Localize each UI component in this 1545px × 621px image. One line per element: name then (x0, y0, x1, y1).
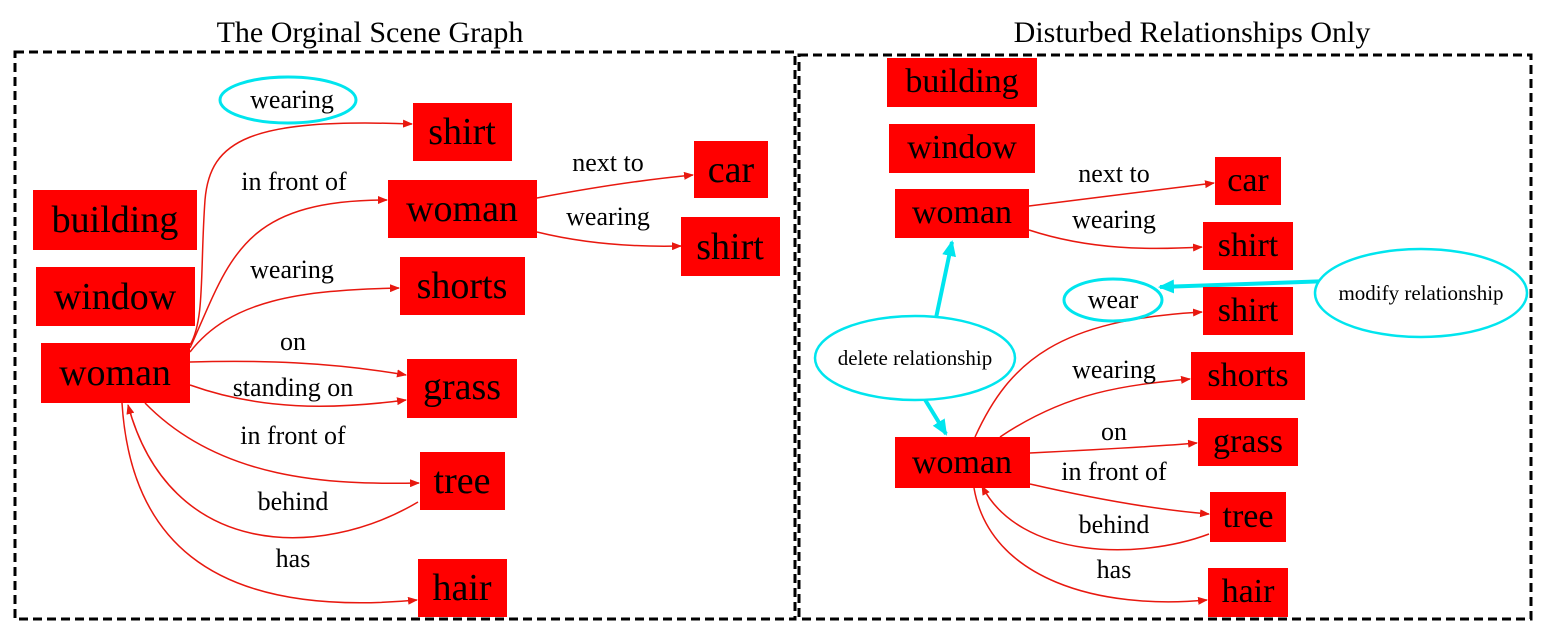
delete-arrow-down (922, 396, 948, 436)
left-label-has: has (276, 544, 311, 573)
right-edge-behind (981, 485, 1210, 551)
left-label-standing-on: standing on (233, 373, 354, 402)
left-label-wearing-shorts: wearing (250, 255, 334, 284)
left-node-tree-label: tree (434, 460, 491, 502)
left-node-window: window (36, 267, 195, 326)
right-label-behind: behind (1079, 510, 1150, 539)
left-node-car: car (694, 141, 768, 198)
right-node-window-label: window (907, 129, 1017, 166)
right-node-tree: tree (1210, 492, 1286, 542)
left-node-tree: tree (420, 452, 505, 510)
left-label-behind: behind (258, 487, 329, 516)
right-node-shirt-mid: shirt (1203, 287, 1293, 335)
left-label-on: on (280, 327, 306, 356)
left-node-woman-main: woman (41, 343, 190, 403)
right-node-shirt-top-label: shirt (1218, 227, 1279, 264)
right-node-woman-main: woman (895, 437, 1030, 488)
left-label-next-to: next to (572, 148, 644, 177)
right-label-wear: wear (1088, 285, 1139, 314)
right-node-woman-top: woman (895, 189, 1029, 238)
right-edge-has (973, 487, 1208, 605)
left-node-grass-label: grass (423, 366, 501, 408)
left-node-shirt-right-label: shirt (696, 226, 764, 268)
left-node-woman-mid: woman (388, 180, 537, 238)
right-label-in-front-of: in front of (1061, 457, 1167, 486)
left-node-hair: hair (418, 559, 507, 617)
right-edge-wearing-shirt (1028, 229, 1203, 252)
right-node-hair-label: hair (1222, 573, 1276, 610)
right-node-hair: hair (1208, 568, 1288, 617)
left-edge-wearing-shorts (189, 284, 400, 353)
right-node-window: window (889, 124, 1035, 173)
left-node-hair-label: hair (432, 567, 491, 609)
left-edge-has (121, 402, 418, 605)
right-node-car-label: car (1227, 162, 1269, 199)
right-node-tree-label: tree (1223, 498, 1274, 535)
left-node-shirt-top-label: shirt (428, 111, 496, 153)
right-node-shirt-mid-label: shirt (1218, 292, 1279, 329)
left-label-in-front-of-woman: in front of (241, 167, 347, 196)
left-label-wearing-shirt: wearing (250, 85, 334, 114)
left-node-woman-mid-label: woman (406, 188, 518, 230)
right-node-building: building (887, 58, 1037, 107)
left-edge-standing-on (189, 384, 407, 407)
left-node-grass: grass (407, 359, 517, 418)
right-node-car: car (1215, 157, 1281, 205)
right-node-woman-main-label: woman (912, 444, 1012, 481)
right-panel-title: Disturbed Relationships Only (1014, 16, 1371, 49)
left-panel-title: The Orginal Scene Graph (217, 16, 524, 49)
modify-arrow (1158, 279, 1331, 294)
left-edge-in-front-of-tree (144, 402, 420, 488)
left-edge-on (189, 360, 407, 378)
left-wearing-highlight (218, 75, 358, 125)
left-edge-in-front-of-woman (189, 196, 388, 349)
right-label-next-to: next to (1078, 159, 1150, 188)
right-label-has: has (1097, 555, 1132, 584)
left-label-in-front-of-tree: in front of (240, 421, 346, 450)
right-label-wearing-shorts: wearing (1072, 355, 1156, 384)
right-node-shorts: shorts (1191, 352, 1305, 400)
right-edge-wear (974, 308, 1203, 438)
left-node-shorts: shorts (400, 257, 525, 315)
right-node-woman-top-label: woman (912, 194, 1012, 231)
left-node-shorts-label: shorts (417, 265, 508, 307)
right-node-grass: grass (1198, 418, 1298, 466)
left-node-woman-main-label: woman (59, 352, 171, 394)
annotation-arrows (922, 240, 1331, 436)
left-edges (121, 119, 694, 605)
right-node-grass-label: grass (1213, 423, 1283, 460)
left-edge-wearing-shirt (189, 119, 413, 346)
right-node-shirt-top: shirt (1203, 222, 1293, 270)
left-node-window-label: window (54, 276, 177, 318)
right-node-building-label: building (905, 63, 1018, 100)
wear-highlight (1062, 277, 1164, 323)
right-panel-border (797, 53, 1533, 621)
right-edges (973, 180, 1215, 605)
left-node-shirt-top: shirt (413, 103, 512, 161)
delete-arrow-up (934, 240, 956, 319)
left-panel-border (13, 50, 797, 621)
left-edge-behind (126, 404, 419, 539)
right-edge-in-front-of (1029, 483, 1210, 518)
left-node-car-label: car (708, 149, 755, 191)
right-node-shorts-label: shorts (1207, 357, 1288, 394)
right-edge-next-to (1028, 180, 1215, 207)
left-node-building: building (33, 190, 197, 250)
left-label-wearing-shirt2: wearing (566, 202, 650, 231)
delete-relationship-annotation (813, 314, 1017, 402)
right-edge-wearing-shorts (999, 375, 1191, 438)
left-node-shirt-right: shirt (681, 217, 780, 276)
left-edge-wearing-shirt2 (536, 231, 682, 251)
right-edge-on (1029, 439, 1198, 454)
left-edge-next-to (536, 171, 694, 199)
modify-relationship-label: modify relationship (1338, 281, 1503, 305)
left-node-building-label: building (52, 199, 179, 241)
modify-relationship-annotation (1313, 247, 1529, 339)
right-label-wearing-shirt: wearing (1072, 205, 1156, 234)
right-label-on: on (1101, 417, 1127, 446)
delete-relationship-label: delete relationship (838, 346, 993, 370)
